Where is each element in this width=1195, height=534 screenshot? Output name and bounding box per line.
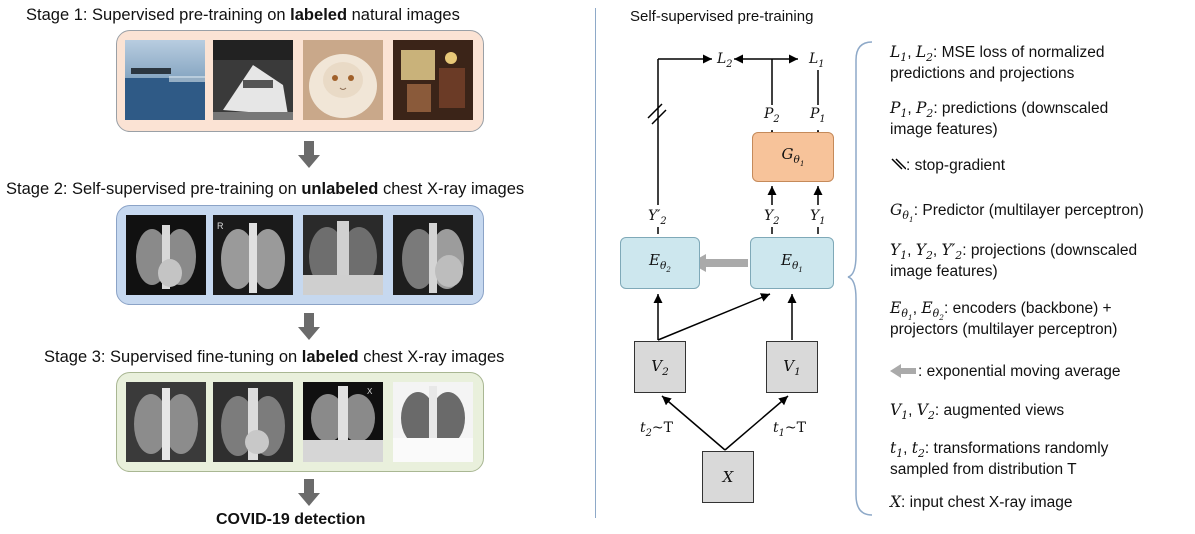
svg-text:R: R [217,221,224,231]
stage2-title: Stage 2: Self-supervised pre-training on… [6,180,525,198]
natural-image-room [393,40,473,120]
label-t1: t1~T [773,420,806,439]
encoder-online-node: Eθ1 [750,237,834,289]
xray-image-7: X [303,382,383,462]
stage1-panel [116,30,484,132]
legend-t-cont: sampled from distribution T [890,461,1077,478]
legend-P: P1, P2: predictions (downscaled [890,99,1109,121]
legend-P-cont: image features) [890,121,998,138]
legend-stopgrad: : stop-gradient [890,156,1005,176]
right-title: Self-supervised pre-training [630,8,814,25]
label-Y2: Y2 [764,208,780,227]
stage3-title: Stage 3: Supervised fine-tuning on label… [44,348,505,366]
legend-Y: Y1, Y2, Y′2: projections (downscaled [890,241,1138,263]
svg-text:X: X [367,387,373,396]
legend-Y-cont: image features) [890,263,998,280]
predictor-node: Gθ1 [752,132,834,182]
xray-image-4 [393,215,473,295]
stop-gradient-icon [891,158,907,170]
down-arrow-2 [298,313,320,340]
legend-t: t1, t2: transformations randomly [890,439,1109,461]
stage3-panel: X [116,372,484,472]
input-X-node: X [702,451,754,503]
label-Y2prime: Y′2 [648,208,667,227]
label-P2: P2 [764,106,780,125]
legend-X: X: input chest X-ray image [890,493,1073,511]
section-divider [595,8,596,518]
natural-image-sea [125,40,205,120]
label-P1: P1 [810,106,826,125]
legend-L: L1, L2: MSE loss of normalized [890,43,1105,65]
label-Y1: Y1 [810,208,826,227]
result-label: COVID-19 detection [216,511,366,528]
encoder-target-node: Eθ2 [620,237,700,289]
xray-image-8 [393,382,473,462]
xray-image-6 [213,382,293,462]
diagram-connectors [647,54,823,451]
stage1-title: Stage 1: Supervised pre-training on labe… [26,6,460,24]
legend-ema: : exponential moving average [890,362,1121,382]
down-arrow-1 [298,141,320,168]
legend-G: Gθ1: Predictor (multilayer perceptron) [890,201,1144,225]
legend-E: Eθ1, Eθ2: encoders (backbone) + [890,299,1112,323]
xray-image-1 [126,215,206,295]
legend-brace [847,41,873,516]
down-arrow-3 [298,479,320,506]
natural-image-train [213,40,293,120]
legend-L-cont: predictions and projections [890,65,1075,82]
view-V2-node: V2 [634,341,686,393]
legend-V: V1, V2: augmented views [890,401,1065,423]
label-t2: t2~T [640,420,673,439]
stage2-panel: R [116,205,484,305]
natural-image-cat [303,40,383,120]
xray-image-3 [303,215,383,295]
label-L2: L2 [717,51,733,70]
label-L1: L1 [809,51,825,70]
xray-image-2: R [213,215,293,295]
gray-arrow-icon [890,364,916,378]
legend-E-cont: projectors (multilayer perceptron) [890,321,1118,338]
view-V1-node: V1 [766,341,818,393]
xray-image-5 [126,382,206,462]
